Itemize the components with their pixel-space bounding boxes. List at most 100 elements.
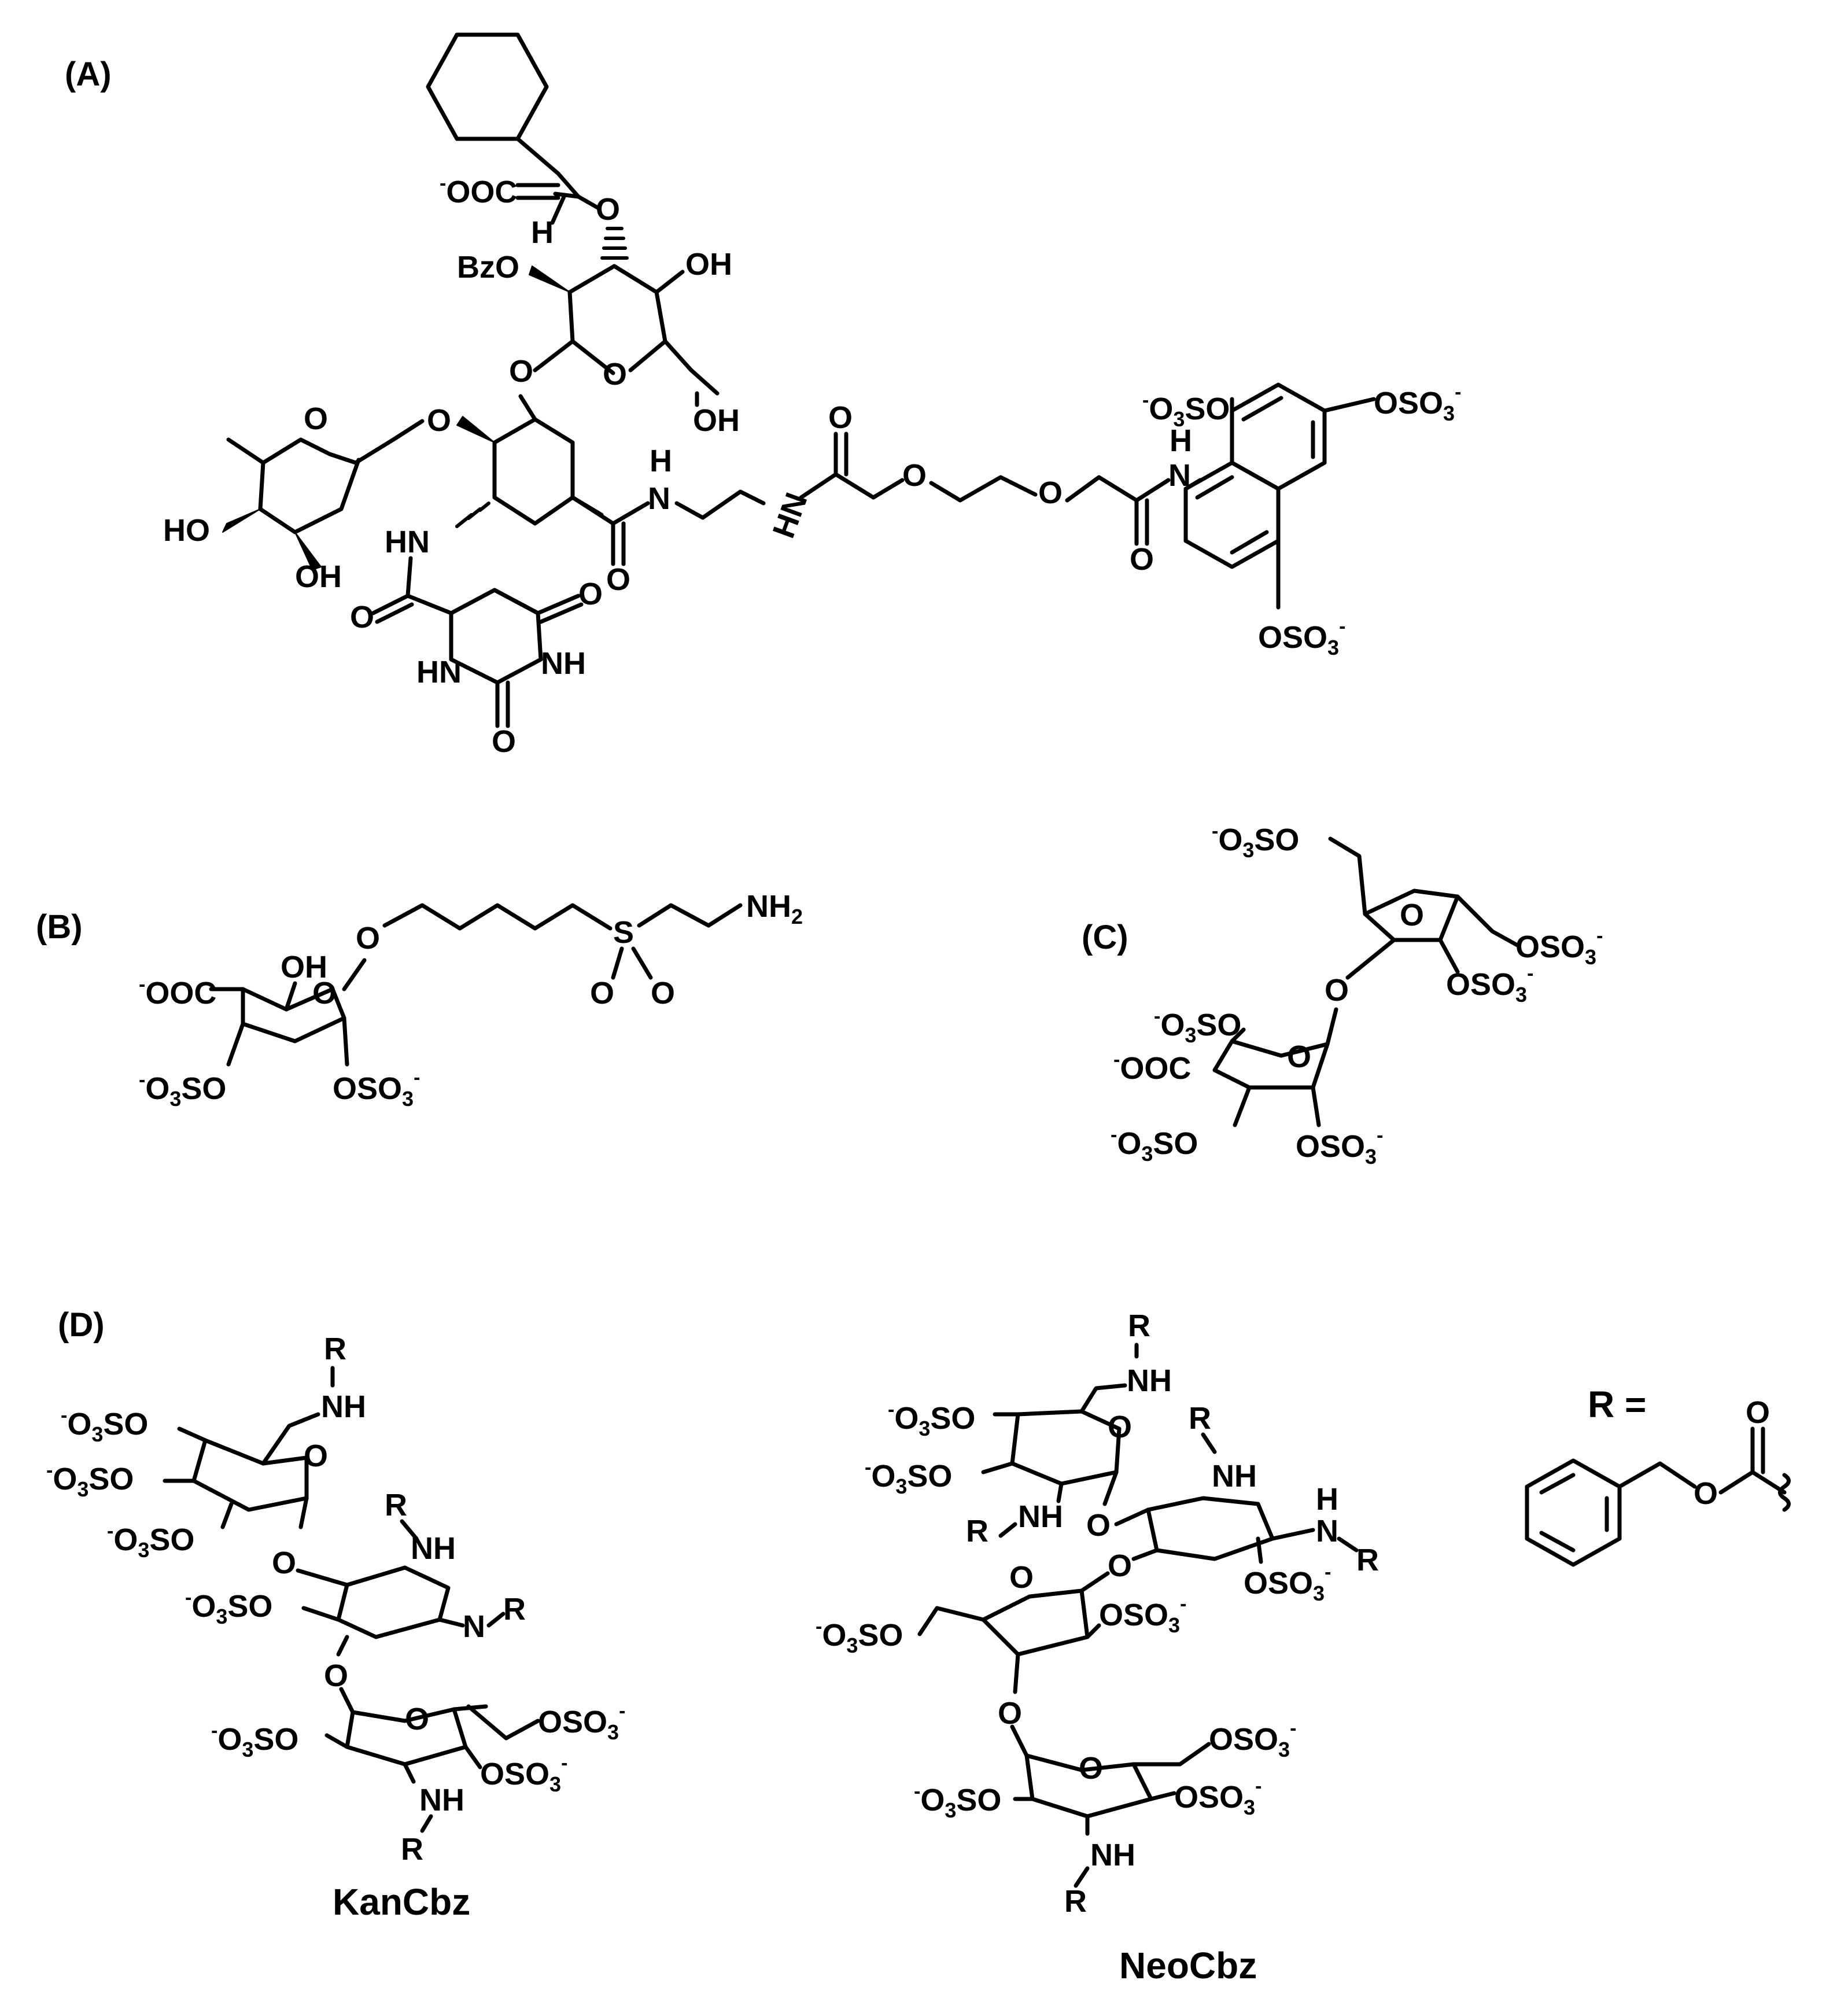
svg-text:NH: NH [411, 1531, 456, 1566]
r-group-definition: R = O O [1525, 1384, 1791, 1567]
svg-text:-O3SO: -O3SO [1154, 1005, 1241, 1047]
svg-text:OSO3-: OSO3- [1296, 1124, 1383, 1168]
svg-text:-O3SO: -O3SO [211, 1720, 298, 1761]
svg-text:O: O [1746, 1395, 1770, 1430]
svg-text:-O3SO: -O3SO [1111, 1124, 1198, 1166]
svg-text:O: O [1108, 1548, 1132, 1583]
svg-text:-O3SO: -O3SO [865, 1457, 952, 1498]
svg-text:N: N [1316, 1514, 1338, 1548]
label-kancbz: KanCbz [333, 1881, 470, 1923]
svg-text:-O3SO: -O3SO [1142, 389, 1230, 431]
svg-text:NH: NH [1090, 1838, 1135, 1872]
svg-text:OH: OH [281, 950, 327, 985]
svg-text:-O3SO: -O3SO [185, 1587, 272, 1628]
svg-text:O: O [1694, 1476, 1718, 1511]
svg-text:O: O [606, 562, 630, 597]
svg-text:OH: OH [685, 247, 732, 282]
svg-text:OSO3-: OSO3- [1209, 1717, 1296, 1761]
svg-text:-O3SO: -O3SO [1212, 820, 1299, 862]
svg-text:OSO3-: OSO3- [538, 1700, 625, 1744]
svg-text:O: O [1108, 1410, 1132, 1444]
svg-text:OSO3-: OSO3- [1174, 1775, 1261, 1819]
svg-text:-O3SO: -O3SO [816, 1616, 903, 1657]
svg-text:O: O [324, 1658, 348, 1693]
svg-text:O: O [902, 458, 927, 493]
svg-text:-OOC: -OOC [139, 974, 216, 1011]
svg-text:OSO3-: OSO3- [480, 1752, 567, 1796]
svg-text:O: O [492, 724, 516, 759]
svg-text:O: O [1079, 1751, 1103, 1786]
svg-text:H: H [650, 444, 672, 478]
svg-text:-O3SO: -O3SO [914, 1780, 1001, 1822]
svg-text:R: R [385, 1488, 407, 1522]
svg-text:O: O [828, 400, 853, 435]
svg-text:H: H [1316, 1482, 1338, 1517]
panel-label-d: (D) [58, 1306, 105, 1344]
panel-label-a: (A) [65, 56, 112, 93]
structure-c: -O3SO O OSO3- OSO3- O O -O3SO -OOC -O3SO… [1111, 820, 1603, 1168]
label-neocbz: NeoCbz [1119, 1945, 1257, 1986]
svg-text:NH: NH [419, 1783, 464, 1817]
r-equals-label: R = [1588, 1384, 1646, 1425]
svg-text:-O3SO: -O3SO [107, 1520, 194, 1562]
svg-text:BzO: BzO [457, 250, 519, 285]
svg-text:OH: OH [295, 559, 342, 594]
structure-a: -OOC H O OH O OH BzO O O O [163, 32, 1461, 759]
svg-text:HN: HN [385, 525, 430, 559]
svg-text:R: R [1064, 1884, 1087, 1919]
svg-text:-O3SO: -O3SO [139, 1069, 226, 1111]
svg-text:O: O [590, 976, 614, 1011]
svg-text:O: O [603, 357, 627, 392]
svg-text:HN: HN [766, 488, 814, 543]
svg-text:-O3SO: -O3SO [46, 1459, 134, 1501]
svg-text:O: O [1287, 1039, 1311, 1074]
svg-text:R: R [324, 1332, 346, 1366]
svg-text:R: R [1189, 1401, 1211, 1436]
svg-text:O: O [1400, 898, 1424, 932]
svg-text:O: O [350, 600, 374, 635]
svg-text:R: R [966, 1514, 988, 1548]
svg-text:OSO3-: OSO3- [1099, 1593, 1186, 1637]
structure-b: O OH -OOC -O3SO OSO3- O S O O NH2 [139, 889, 803, 1111]
svg-text:HO: HO [163, 513, 210, 548]
panel-label-b: (B) [36, 908, 83, 946]
svg-text:O: O [304, 401, 328, 436]
svg-text:-O3SO: -O3SO [61, 1404, 148, 1446]
svg-text:O: O [312, 976, 337, 1011]
panel-label-c: (C) [1082, 919, 1128, 956]
svg-text:O: O [596, 192, 620, 227]
svg-text:OSO3-: OSO3- [1258, 615, 1345, 659]
svg-text:O: O [651, 976, 675, 1011]
svg-text:H: H [1170, 423, 1192, 458]
svg-text:NH: NH [321, 1389, 366, 1424]
svg-text:O: O [1038, 475, 1063, 510]
svg-text:NH: NH [541, 646, 586, 681]
svg-text:OSO3-: OSO3- [333, 1067, 420, 1111]
svg-text:O: O [356, 921, 380, 956]
svg-text:O: O [1009, 1560, 1034, 1595]
svg-text:R: R [503, 1592, 526, 1627]
svg-text:O: O [1086, 1508, 1111, 1543]
svg-text:NH: NH [1018, 1499, 1063, 1534]
structure-kancbz: R NH O -O3SO -O3SO -O3SO O R NH -O3SO N … [46, 1332, 625, 1867]
svg-text:O: O [578, 577, 603, 611]
svg-text:OH: OH [693, 403, 740, 438]
svg-text:-O3SO: -O3SO [888, 1399, 975, 1440]
svg-text:O: O [1325, 973, 1349, 1008]
svg-text:O: O [427, 403, 451, 438]
svg-text:S: S [613, 915, 634, 950]
svg-text:O: O [304, 1439, 328, 1473]
svg-text:HN: HN [416, 655, 462, 690]
svg-text:O: O [272, 1546, 296, 1580]
svg-text:R: R [1356, 1543, 1379, 1577]
svg-text:O: O [998, 1696, 1022, 1731]
svg-text:O: O [405, 1702, 429, 1736]
svg-text:-OOC: -OOC [440, 172, 517, 209]
svg-text:OSO3-: OSO3- [1374, 381, 1461, 425]
svg-text:H: H [531, 215, 554, 250]
svg-text:OSO3-: OSO3- [1446, 963, 1533, 1006]
cyclohexane-ring [426, 32, 549, 141]
benzene-ring [1525, 1458, 1622, 1567]
svg-text:NH: NH [1127, 1363, 1172, 1398]
